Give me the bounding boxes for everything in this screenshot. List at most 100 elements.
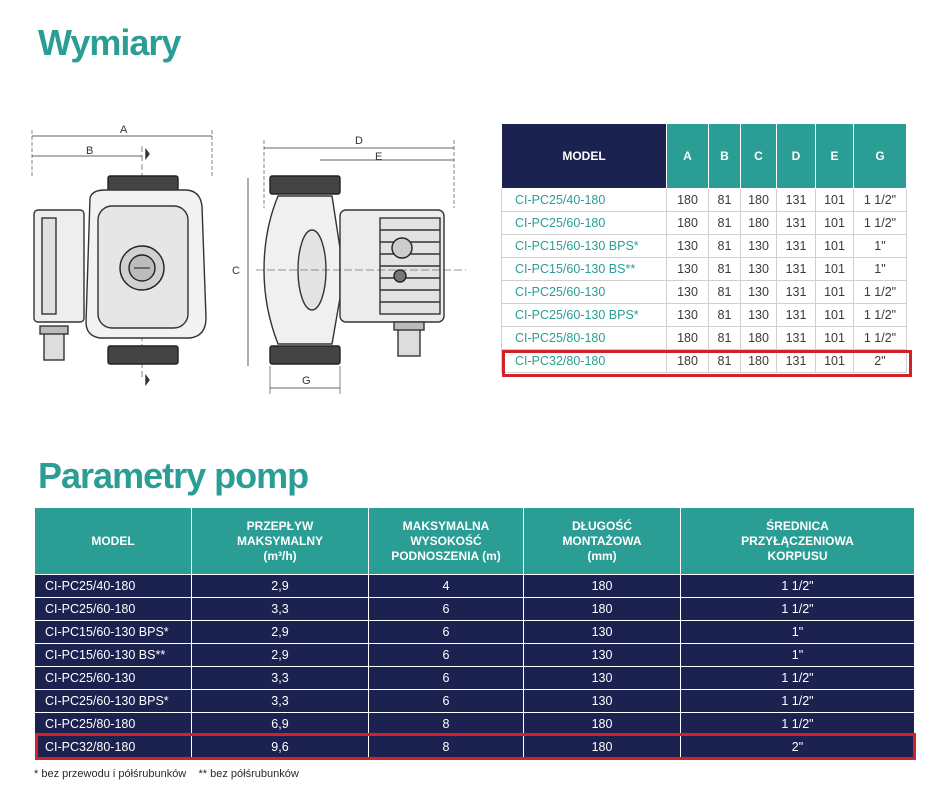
highlight-frame-parameters — [35, 733, 916, 760]
parameters-model-cell: CI-PC25/60-130 — [34, 666, 192, 690]
dimensions-model-cell: CI-PC25/80-180 — [501, 326, 667, 350]
parameters-value-cell: 180 — [523, 712, 681, 736]
dimensions-value-cell: 180 — [666, 188, 709, 212]
parameters-value-cell: 1 1/2" — [680, 597, 915, 621]
dimensions-value-cell: 81 — [708, 234, 741, 258]
dimensions-value-cell: 131 — [776, 326, 816, 350]
dimensions-value-cell: 131 — [776, 280, 816, 304]
dimensions-heading: Wymiary — [38, 22, 181, 63]
highlight-frame-dimensions — [502, 350, 912, 377]
dimensions-value-cell: 130 — [666, 234, 709, 258]
dimensions-header-b: B — [708, 123, 741, 189]
dimensions-value-cell: 101 — [815, 280, 854, 304]
parameters-header-line: (m³/h) — [263, 548, 297, 563]
dimensions-value-cell: 131 — [776, 303, 816, 327]
parameters-header-line: WYSOKOŚĆ — [410, 533, 482, 548]
dimensions-value-cell: 101 — [815, 211, 854, 235]
dimensions-value-cell: 131 — [776, 234, 816, 258]
dimensions-value-cell: 130 — [666, 303, 709, 327]
parameters-value-cell: 3,3 — [191, 689, 369, 713]
parameters-value-cell: 4 — [368, 574, 524, 598]
dimensions-value-cell: 130 — [666, 280, 709, 304]
dimensions-value-cell: 81 — [708, 280, 741, 304]
dimensions-header-e: E — [815, 123, 854, 189]
parameters-value-cell: 130 — [523, 689, 681, 713]
dimensions-model-cell: CI-PC25/40-180 — [501, 188, 667, 212]
footnote: * bez przewodu i półśrubunków ** bez pół… — [34, 768, 299, 780]
parameters-value-cell: 6 — [368, 620, 524, 644]
dimensions-value-cell: 180 — [740, 326, 777, 350]
dimensions-value-cell: 101 — [815, 188, 854, 212]
parameters-value-cell: 130 — [523, 666, 681, 690]
dimensions-value-cell: 81 — [708, 326, 741, 350]
dimensions-value-cell: 81 — [708, 188, 741, 212]
parameters-header-line: MAKSYMALNY — [237, 533, 323, 548]
dimensions-header-row: MODEL A B C D E G — [501, 123, 907, 189]
pump-technical-drawing: A B D E C G — [31, 124, 466, 394]
parameters-value-cell: 2,9 — [191, 643, 369, 667]
parameters-header-line: MONTAŻOWA — [562, 533, 642, 548]
parameters-value-cell: 8 — [368, 735, 524, 759]
parameters-value-cell: 8 — [368, 712, 524, 736]
parameters-value-cell: 180 — [523, 735, 681, 759]
dimensions-header-a: A — [666, 123, 709, 189]
parameters-value-cell: 180 — [523, 597, 681, 621]
parameters-model-cell: CI-PC15/60-130 BPS* — [34, 620, 192, 644]
side-view — [247, 140, 466, 394]
dimensions-value-cell: 1" — [853, 234, 907, 258]
parameters-header-cell: MODEL — [34, 507, 192, 575]
parameters-value-cell: 1" — [680, 643, 915, 667]
dimensions-value-cell: 131 — [776, 257, 816, 281]
parameters-value-cell: 130 — [523, 643, 681, 667]
parameters-value-cell: 1 1/2" — [680, 666, 915, 690]
dim-label-g: G — [302, 375, 311, 387]
dimensions-header-c: C — [740, 123, 777, 189]
parameters-value-cell: 1 1/2" — [680, 574, 915, 598]
parameters-value-cell: 9,6 — [191, 735, 369, 759]
dimensions-value-cell: 101 — [815, 349, 854, 373]
dimensions-model-cell: CI-PC15/60-130 BS** — [501, 257, 667, 281]
parameters-header-line: ŚREDNICA — [766, 518, 829, 533]
dimensions-value-cell: 1" — [853, 257, 907, 281]
dim-label-c: C — [232, 265, 240, 277]
dimensions-value-cell: 130 — [740, 257, 777, 281]
dimensions-header-d: D — [776, 123, 816, 189]
parameters-value-cell: 6 — [368, 597, 524, 621]
dimensions-value-cell: 131 — [776, 188, 816, 212]
dimensions-value-cell: 1 1/2" — [853, 280, 907, 304]
dim-label-e: E — [375, 151, 382, 163]
parameters-value-cell: 6 — [368, 666, 524, 690]
parameters-header-line: MODEL — [91, 533, 135, 548]
dimensions-value-cell: 101 — [815, 234, 854, 258]
dimensions-value-cell: 180 — [666, 326, 709, 350]
dimensions-model-cell: CI-PC15/60-130 BPS* — [501, 234, 667, 258]
parameters-header-line: KORPUSU — [767, 548, 828, 563]
parameters-value-cell: 130 — [523, 620, 681, 644]
dimensions-value-cell: 81 — [708, 303, 741, 327]
dimensions-value-cell: 180 — [740, 211, 777, 235]
parameters-value-cell: 180 — [523, 574, 681, 598]
parameters-value-cell: 2,9 — [191, 620, 369, 644]
dimensions-value-cell: 130 — [666, 257, 709, 281]
dimensions-value-cell: 131 — [776, 349, 816, 373]
dimensions-value-cell: 1 1/2" — [853, 303, 907, 327]
dimensions-value-cell: 130 — [740, 280, 777, 304]
dimensions-value-cell: 81 — [708, 257, 741, 281]
parameters-value-cell: 1" — [680, 620, 915, 644]
